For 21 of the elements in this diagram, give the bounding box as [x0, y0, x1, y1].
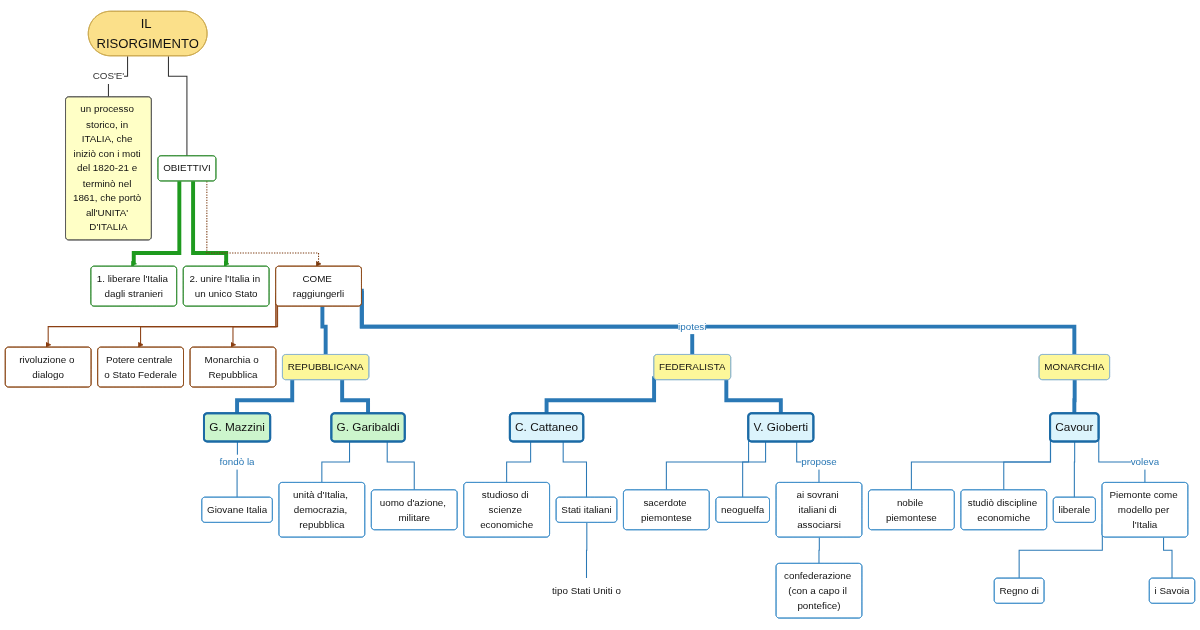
- connector: [1073, 441, 1076, 499]
- node-text: tipo Stati Uniti o: [552, 584, 621, 597]
- edge-label: ipotesi: [678, 320, 707, 333]
- edge-label: fondò la: [219, 456, 255, 468]
- edge-label: voleva: [1130, 456, 1160, 468]
- connector: [562, 441, 588, 499]
- arrow: [206, 181, 322, 268]
- connector: [1003, 439, 1052, 491]
- arrow: [131, 181, 182, 268]
- arrow: [191, 181, 230, 268]
- connector: [167, 55, 188, 157]
- connector: [1163, 537, 1173, 580]
- connector: [386, 441, 416, 491]
- connector: [818, 537, 820, 565]
- connector: [321, 441, 351, 484]
- connector: [585, 522, 588, 580]
- connector: [506, 441, 532, 484]
- arrow: [230, 305, 279, 348]
- edge-label: COS'E': [92, 70, 125, 82]
- connector: [742, 441, 767, 499]
- edge-label: propose: [801, 456, 837, 468]
